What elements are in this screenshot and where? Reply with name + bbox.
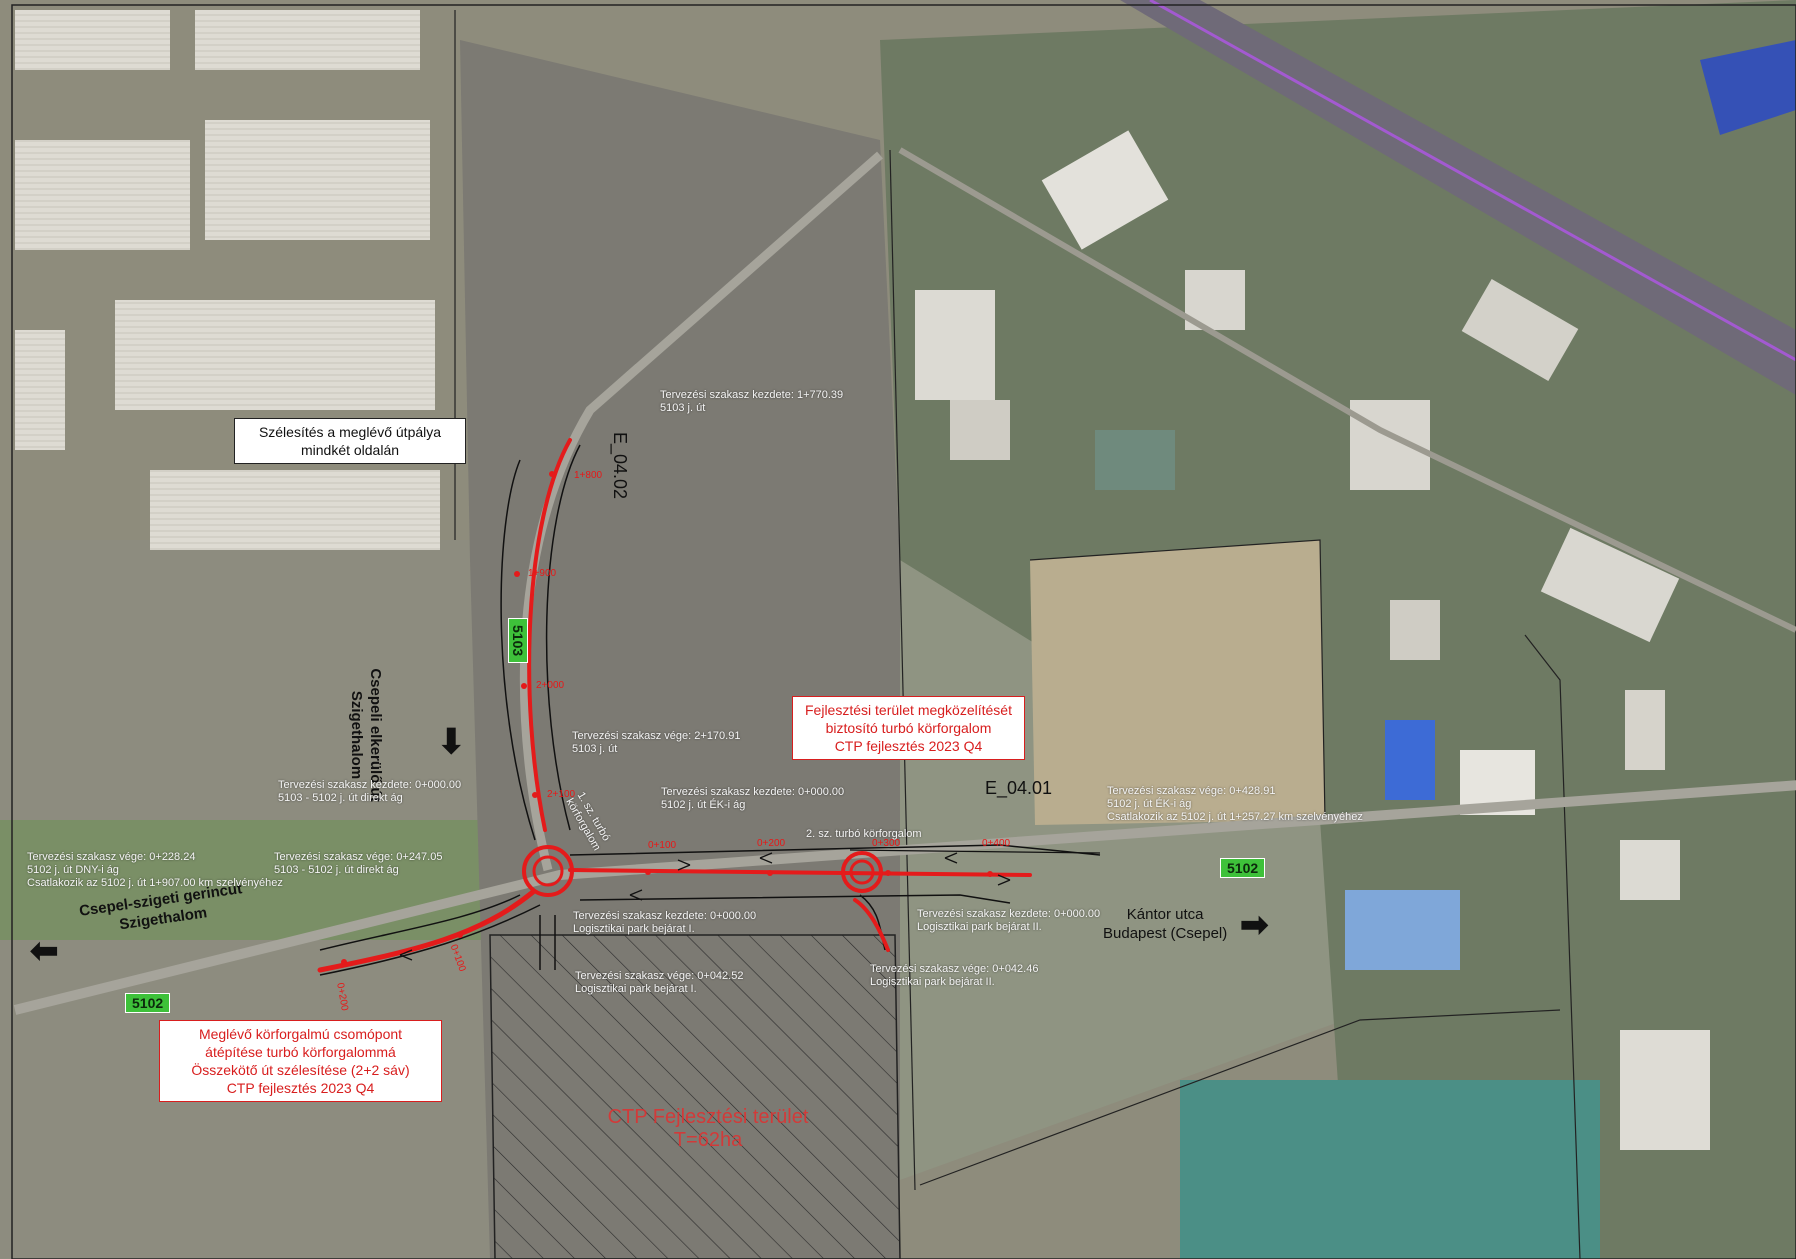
station-label: 0+100 [648, 840, 677, 851]
station-label: 1+900 [528, 568, 557, 579]
warehouse [15, 10, 170, 70]
solar-panels [1700, 40, 1796, 135]
building [1041, 130, 1169, 250]
arrow-right-icon: ➡ [1240, 906, 1269, 944]
station-label: 2+100 [547, 789, 576, 800]
label-park2-start: Tervezési szakasz kezdete: 0+000.00 Logi… [917, 908, 1101, 933]
building [1625, 690, 1665, 770]
existing-junction-note: Meglévő körforgalmú csomópont átépítése … [159, 1020, 442, 1102]
label-5103-start: Tervezési szakasz kezdete: 1+770.39 5103… [660, 389, 844, 414]
edge-line [569, 844, 1101, 856]
station-label: 2+000 [536, 680, 565, 691]
building [1620, 1030, 1710, 1150]
development-area-label: CTP Fejlesztési terület T=62ha [607, 1106, 809, 1151]
quarry [1030, 540, 1325, 825]
station-label: 0+200 [757, 838, 786, 849]
boundary [1029, 539, 1326, 821]
building [1540, 527, 1680, 643]
station-label: 0+400 [982, 838, 1011, 849]
highway [1120, 0, 1796, 395]
warehouse [15, 330, 65, 450]
direction-kantor: Kántor utca Budapest (Csepel) [1103, 906, 1228, 942]
label-5103-end: Tervezési szakasz vége: 2+170.91 5103 j.… [572, 730, 741, 755]
road-east-branch [898, 147, 1796, 633]
road-shield-5102-east: 5102 [1220, 858, 1266, 878]
station-label: 1+800 [574, 470, 603, 481]
building [1620, 840, 1680, 900]
arrow-down-icon: ⬇ [437, 723, 466, 761]
boundary [919, 1009, 1561, 1186]
highway-lane [1149, 0, 1796, 362]
warehouse [115, 300, 435, 410]
edge-line [319, 894, 521, 951]
label-5102-ek-start: Tervezési szakasz kezdete: 0+000.00 5102… [661, 786, 845, 811]
warehouse [195, 10, 420, 70]
element-id-e0402: E_04.02 [610, 432, 630, 500]
label-5103-5102-end: Tervezési szakasz vége: 0+247.05 5103 - … [274, 851, 443, 876]
building-blue [1345, 890, 1460, 970]
lake [1180, 1080, 1600, 1259]
building-blue [1385, 720, 1435, 800]
arrow-left-icon: ⬅ [30, 932, 59, 970]
map-frame [11, 4, 1796, 1259]
label-roundabout-2: 2. sz. turbó körforgalom [806, 828, 922, 840]
label-5103-5102-start: Tervezési szakasz kezdete: 0+000.00 5103… [278, 779, 462, 804]
road-shield-5103: 5103 [508, 618, 528, 664]
boundary [889, 149, 916, 1191]
edge-line [319, 904, 541, 976]
lane-arrows [399, 852, 1011, 961]
building [1390, 600, 1440, 660]
warehouse [15, 140, 190, 250]
edge-line [545, 444, 581, 831]
industrial-area [880, 0, 1796, 1259]
widening-note: Szélesítés a meglévő útpálya mindkét old… [234, 418, 466, 464]
warehouse [205, 120, 430, 240]
element-id-e0401: E_04.01 [985, 778, 1053, 798]
label-park1-start: Tervezési szakasz kezdete: 0+000.00 Logi… [573, 910, 757, 935]
edge-line [849, 849, 1101, 854]
edge-line [500, 459, 536, 841]
station-ticks [341, 471, 993, 965]
boundary [1524, 634, 1581, 1259]
label-park2-end: Tervezési szakasz vége: 0+042.46 Logiszt… [870, 963, 1039, 988]
turbo-roundabout-note: Fejlesztési terület megközelítését bizto… [792, 696, 1025, 760]
building [915, 290, 995, 400]
label-park1-end: Tervezési szakasz vége: 0+042.52 Logiszt… [575, 970, 744, 995]
station-label: 0+300 [872, 838, 901, 849]
road-shield-5102-west: 5102 [125, 993, 171, 1013]
edge-line [579, 894, 1011, 904]
building [1461, 279, 1579, 381]
building [1095, 430, 1175, 490]
label-5102-dny-end: Tervezési szakasz vége: 0+228.24 5102 j.… [27, 851, 283, 889]
development-area [489, 934, 901, 1259]
label-5102-ek-end: Tervezési szakasz vége: 0+428.91 5102 j.… [1107, 785, 1363, 823]
field-green-strip [0, 820, 495, 940]
warehouse [150, 470, 440, 550]
building [950, 400, 1010, 460]
